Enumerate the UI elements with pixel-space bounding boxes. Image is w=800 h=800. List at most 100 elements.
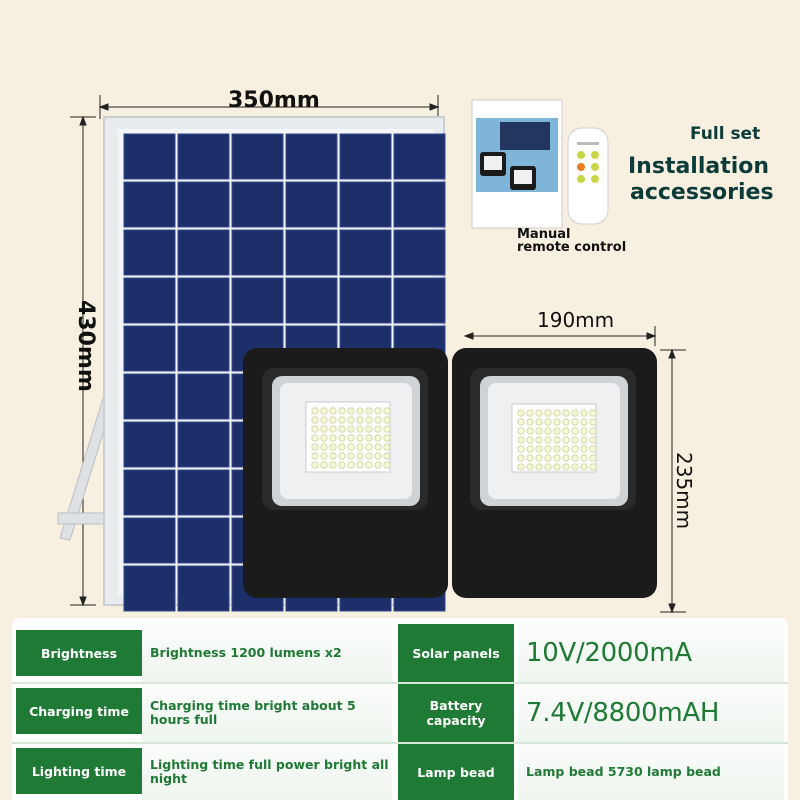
solar-cell: [285, 277, 338, 324]
led-bead: [356, 452, 364, 460]
led-bead: [544, 427, 552, 435]
led-bead: [553, 445, 561, 453]
led-bead: [383, 425, 391, 433]
led-bead: [374, 461, 382, 469]
solar-cell: [339, 181, 392, 228]
led-bead: [580, 418, 588, 426]
led-bead: [311, 425, 319, 433]
led-bead: [526, 463, 534, 471]
led-bead: [553, 436, 561, 444]
led-bead: [356, 425, 364, 433]
led-bead: [338, 407, 346, 415]
solar-cell: [177, 421, 230, 468]
panel-width-label: 350mm: [228, 88, 320, 113]
full-set-heading: Full set: [690, 124, 761, 144]
solar-cell: [285, 133, 338, 180]
led-bead: [580, 463, 588, 471]
remote-label: Manual remote control: [517, 227, 627, 255]
solar-cell: [177, 325, 230, 372]
product-drawing: [57, 95, 686, 614]
led-bead: [517, 418, 525, 426]
solar-cell: [231, 229, 284, 276]
solar-cell: [177, 565, 230, 612]
led-bead: [571, 418, 579, 426]
accessories-heading: accessories: [630, 180, 774, 205]
led-bead: [320, 407, 328, 415]
spec-label-lighting: Lighting time: [16, 748, 142, 794]
led-bead: [571, 445, 579, 453]
solar-cell: [285, 181, 338, 228]
led-bead: [311, 443, 319, 451]
led-bead: [383, 443, 391, 451]
led-bead: [517, 463, 525, 471]
led-bead: [553, 409, 561, 417]
led-bead: [365, 434, 373, 442]
led-bead: [329, 443, 337, 451]
led-bead: [374, 443, 382, 451]
led-bead: [562, 445, 570, 453]
led-bead: [347, 461, 355, 469]
led-bead: [562, 418, 570, 426]
led-bead: [365, 461, 373, 469]
led-bead: [553, 463, 561, 471]
led-bead: [347, 407, 355, 415]
solar-cell: [123, 181, 176, 228]
led-bead: [311, 452, 319, 460]
led-bead: [320, 452, 328, 460]
led-bead: [562, 409, 570, 417]
flood-lamp-left: [243, 348, 448, 598]
solar-cell: [339, 133, 392, 180]
led-bead: [544, 454, 552, 462]
led-bead: [517, 445, 525, 453]
solar-cell: [177, 469, 230, 516]
led-bead: [535, 463, 543, 471]
led-bead: [356, 416, 364, 424]
led-bead: [571, 436, 579, 444]
solar-cell: [393, 181, 446, 228]
led-bead: [553, 427, 561, 435]
lamp-height-label: 235mm: [672, 452, 696, 530]
led-bead: [356, 434, 364, 442]
led-bead: [526, 436, 534, 444]
led-bead: [338, 416, 346, 424]
led-bead: [517, 454, 525, 462]
led-bead: [553, 418, 561, 426]
remote-control: [567, 127, 609, 225]
led-bead: [580, 445, 588, 453]
led-bead: [365, 443, 373, 451]
led-bead: [517, 409, 525, 417]
solar-cell: [339, 229, 392, 276]
solar-cell: [123, 517, 176, 564]
product-illustration: [57, 95, 686, 614]
solar-cell: [177, 181, 230, 228]
led-bead: [365, 416, 373, 424]
solar-cell: [339, 277, 392, 324]
led-bead: [311, 461, 319, 469]
led-bead: [383, 416, 391, 424]
width-dimension-line: [98, 95, 440, 119]
led-bead: [311, 434, 319, 442]
led-bead: [580, 454, 588, 462]
panel-height-label: 430mm: [73, 300, 98, 392]
led-bead: [562, 463, 570, 471]
spec-label-brightness: Brightness: [16, 630, 142, 676]
led-bead: [589, 436, 597, 444]
led-bead: [553, 454, 561, 462]
led-bead: [329, 416, 337, 424]
solar-cell: [123, 325, 176, 372]
spec-label-battery: Battery capacity: [398, 684, 514, 742]
led-bead: [580, 427, 588, 435]
led-bead: [365, 407, 373, 415]
led-bead: [320, 443, 328, 451]
solar-cell: [123, 565, 176, 612]
lamp-width-label: 190mm: [537, 308, 615, 332]
led-bead: [383, 461, 391, 469]
led-bead: [320, 434, 328, 442]
solar-cell: [177, 373, 230, 420]
row-divider: [12, 682, 788, 684]
led-bead: [338, 461, 346, 469]
solar-cell: [177, 133, 230, 180]
lamp-width-dimension-line: [463, 326, 657, 346]
spec-value-battery: 7.4V/8800mAH: [518, 684, 784, 742]
led-bead: [517, 436, 525, 444]
